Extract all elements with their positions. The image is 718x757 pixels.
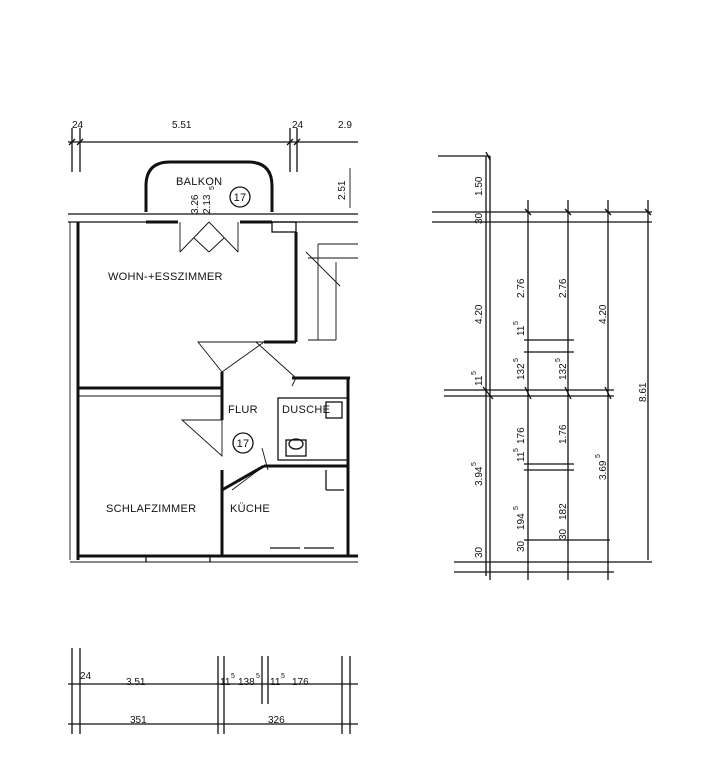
sec-col2-b-sup: 5 [513, 321, 520, 325]
unit-number-circle-balkon [229, 186, 251, 208]
sec-col4-b-sup: 5 [595, 454, 602, 458]
room-labels: WOHN-+ESSZIMMER FLUR DUSCHE 17 SCHLAFZIM… [106, 271, 330, 515]
sec-col3-c: 1.76 [558, 424, 569, 444]
bottom-dim-wall3-sup: 5 [281, 673, 285, 680]
sec-col2-b: 11 [516, 325, 527, 336]
bottom-dim-flur: 138 [238, 677, 255, 688]
top-dim-right: 2.9 [338, 120, 352, 131]
unit-number-balkon: 17 [234, 192, 247, 204]
sec-col3-a: 2.76 [558, 278, 569, 298]
top-dim-wall-left: 24 [72, 120, 84, 131]
sec-col3-b: 132 [558, 363, 569, 380]
bottom-dim-wall3: 11 [270, 677, 281, 688]
sec-col1-b: 4.20 [474, 304, 485, 324]
sec-col2-c: 132 [516, 363, 527, 380]
sec-col3-e: 182 [558, 503, 569, 520]
sec-total: 8.61 [638, 382, 649, 402]
sec-col1-c: 11 [474, 375, 485, 386]
walls [68, 213, 358, 563]
bottom-dim-kueche: 176 [292, 677, 309, 688]
sec-col2-d-sup: 5 [513, 448, 520, 452]
sec-col2-a: 2.76 [516, 278, 527, 298]
sec-col1-d-sup: 5 [471, 462, 478, 466]
balkon-size-b-sup: 5 [209, 186, 216, 190]
top-dim-wall-mid: 24 [292, 120, 304, 131]
bottom-dim-schlaf: 3.51 [126, 677, 146, 688]
sec-col1-c-sup: 5 [471, 371, 478, 375]
sec-col1-top: 1.50 [474, 176, 485, 196]
sec-col3-b-sup: 5 [555, 358, 562, 362]
bottom-dimension-lines: 24 3.51 11 5 138 5 11 5 176 351 326 [68, 648, 358, 734]
bottom-total-left: 351 [130, 715, 147, 726]
dusche-label: DUSCHE [282, 404, 330, 416]
sec-col1-e: 30 [474, 546, 485, 558]
sec-col1-a: 30 [474, 212, 485, 224]
flur-label: FLUR [228, 404, 258, 416]
sec-col2-d: 11 [516, 451, 527, 462]
balcony: BALKON 3.26 2.13 5 17 2.51 [144, 160, 351, 214]
side-dim-balkon: 2.51 [337, 180, 348, 200]
sec-col2-f: 194 [516, 513, 527, 530]
sec-col2-e: 176 [516, 427, 527, 444]
bottom-dim-wall2-sup: 5 [231, 673, 235, 680]
unit-number-flur: 17 [237, 438, 250, 450]
bottom-dim-flur-sup: 5 [256, 673, 260, 680]
sec-col1-d: 3.94 [474, 466, 485, 486]
schlaf-label: SCHLAFZIMMER [106, 503, 196, 515]
unit-number-circle-flur [232, 432, 254, 454]
balkon-size-a: 3.26 [190, 194, 201, 214]
balkon-size-b: 2.13 [202, 194, 213, 214]
top-dimension-line: 24 5.51 24 2.9 [68, 120, 358, 172]
sec-col2-f-sup: 5 [513, 506, 520, 510]
bottom-dim-wall2: 11 [220, 677, 231, 688]
sec-col4-b: 3.69 [598, 460, 609, 480]
kueche-label: KÜCHE [230, 503, 270, 515]
sec-col3-d: 30 [558, 528, 569, 540]
wohn-label: WOHN-+ESSZIMMER [108, 271, 223, 283]
bottom-total-right: 326 [268, 715, 285, 726]
section-dimensions: 1.50 30 4.20 11 5 3.94 5 30 2.76 11 5 13… [432, 151, 652, 580]
balkon-label: BALKON [176, 176, 222, 188]
sec-col2-g: 30 [516, 540, 527, 552]
doors [179, 221, 297, 491]
sec-col4-a: 4.20 [598, 304, 609, 324]
bottom-dim-wall: 24 [80, 671, 92, 682]
top-dim-wohn-width: 5.51 [172, 120, 192, 131]
sec-col2-c-sup: 5 [513, 358, 520, 362]
